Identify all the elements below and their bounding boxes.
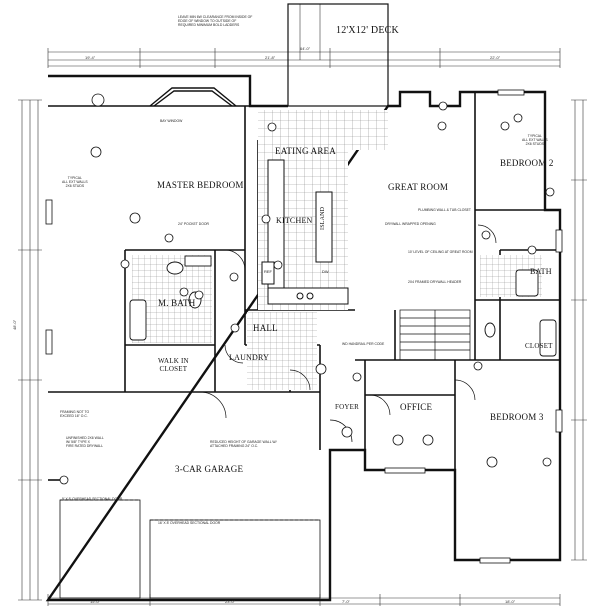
- room-bedroom-2: BEDROOM 2: [500, 158, 554, 168]
- dim-bottom-b: 23'-0": [225, 599, 236, 604]
- note-bay-window: BAY WINDOW: [160, 119, 183, 123]
- note-ext-walls-left: TYPICAL ALL EXT WALLS 2X6 STUDS: [62, 176, 88, 188]
- room-walk-in-closet: WALK IN CLOSET: [158, 357, 189, 373]
- room-island: ISLAND: [320, 206, 326, 230]
- note-drywall-opening: DRYWALL WRAPPED OPENING: [385, 222, 436, 226]
- windows: [45, 89, 563, 564]
- door-swings: [199, 224, 497, 443]
- note-window-clearance: LEAVE MIN 6W CLEARANCE FROM INSIDE OF ED…: [178, 15, 253, 27]
- exterior-walls: [45, 74, 562, 602]
- room-kitchen: KITCHEN: [276, 216, 313, 225]
- note-plumbing-wall: PLUMBING WALL & TUB CLOSET: [418, 208, 472, 212]
- room-office: OFFICE: [400, 402, 433, 412]
- dimension-lines: [18, 48, 587, 606]
- dim-top-a: 19'-4": [85, 55, 96, 60]
- note-framing: FRAMING NOT TO EXCEED 16" O.C.: [60, 410, 90, 418]
- room-deck: 12'X12' DECK: [336, 25, 399, 36]
- dim-top-c: 22'-0": [490, 55, 501, 60]
- dim-left-overall: 48'-0": [12, 319, 17, 330]
- room-master-bath: M. BATH: [158, 298, 196, 308]
- room-eating-area: EATING AREA: [275, 146, 336, 156]
- dim-top-overall: 64'-0": [300, 46, 311, 51]
- stairs: [399, 309, 471, 361]
- kitchen-fixtures: [261, 159, 349, 305]
- note-overhead-door-right: 16' X 8' OVERHEAD SECTIONAL DOOR: [158, 521, 221, 525]
- deck: [287, 3, 389, 107]
- dim-bottom-d: 18'-0": [505, 599, 516, 604]
- note-overhead-door-left: 9' X 8' OVERHEAD SECTIONAL DOOR: [62, 497, 123, 501]
- room-master-bedroom: MASTER BEDROOM: [157, 180, 244, 190]
- note-ref: REF: [264, 269, 272, 274]
- note-dw: DW: [322, 269, 329, 274]
- note-unfinished-wall: UNFINISHED 2X6 WALL W/ 5/8" TYPE X FIRE …: [66, 436, 104, 448]
- note-garage-wall: REDUCED HEIGHT OF GARAGE WALL W/ ATTACHE…: [210, 440, 277, 448]
- room-closet: CLOSET: [525, 342, 553, 350]
- dim-top-b: 21'-8": [265, 55, 276, 60]
- room-hall: HALL: [253, 323, 278, 333]
- note-handrail: WD HANDRAIL PER CODE: [342, 342, 385, 346]
- fixture-symbols: [59, 93, 555, 485]
- bay-window: [149, 87, 250, 107]
- room-foyer: FOYER: [335, 403, 359, 411]
- dim-bottom-c: 7'-0": [342, 599, 350, 604]
- bath-fixtures: [129, 255, 557, 357]
- room-great-room: GREAT ROOM: [388, 182, 449, 192]
- dim-bottom-a: 15'-0": [90, 599, 101, 604]
- note-ceiling: 10' LEVEL OF CEILING AT GREAT ROOM: [408, 250, 473, 254]
- note-pocket-door: 24" POCKET DOOR: [178, 222, 209, 226]
- room-laundry: LAUNDRY: [229, 353, 270, 362]
- note-drywall-header: 2X4 FRAMED DRYWALL HEADER: [408, 280, 462, 284]
- room-bedroom-3: BEDROOM 3: [490, 412, 544, 422]
- garage-doors: [59, 499, 321, 599]
- room-bath: BATH: [530, 267, 552, 276]
- room-garage: 3-CAR GARAGE: [175, 464, 244, 474]
- note-ext-walls-right: TYPICAL ALL EXT WALLS 2X6 STUDS: [522, 134, 548, 146]
